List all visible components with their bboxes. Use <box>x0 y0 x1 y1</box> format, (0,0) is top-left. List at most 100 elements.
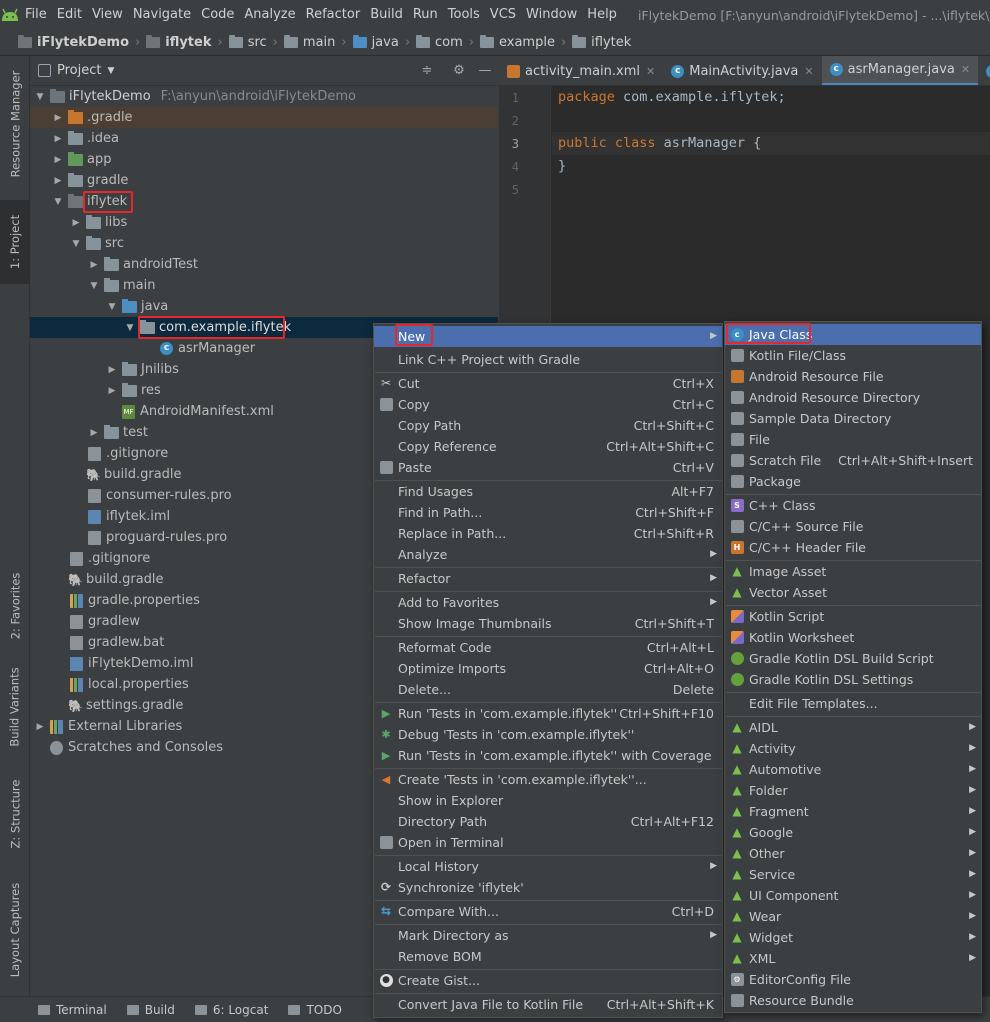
submenu-item-kotlin-script[interactable]: Kotlin Script <box>725 606 981 627</box>
submenu-item-ui-component[interactable]: ▲UI Component▶ <box>725 885 981 906</box>
menu-item-delete[interactable]: Delete...Delete <box>398 682 714 697</box>
submenu-item-folder[interactable]: ▲Folder▶ <box>725 780 981 801</box>
terminal-tool-button[interactable]: Terminal <box>38 1003 107 1017</box>
close-icon[interactable]: ✕ <box>646 64 656 78</box>
submenu-item-gradle-dsl-build-script[interactable]: Gradle Kotlin DSL Build Script <box>725 648 981 669</box>
tree-row-proguard-rules[interactable]: proguard-rules.pro <box>30 527 498 548</box>
menu-item-local-history[interactable]: Local History▶ <box>374 856 722 877</box>
menu-item-create-tests[interactable]: ◀Create 'Tests in 'com.example.iflytek''… <box>374 769 722 790</box>
close-icon[interactable]: ✕ <box>960 63 971 76</box>
menu-item-debug-tests[interactable]: ✱Debug 'Tests in 'com.example.iflytek'' <box>381 727 635 742</box>
tree-row-res[interactable]: ▶res <box>30 380 498 401</box>
submenu-item-sample-data-directory[interactable]: Sample Data Directory <box>725 408 981 429</box>
breadcrumb-item-iflytek[interactable]: iflytek <box>572 35 631 50</box>
menu-item-synchronize[interactable]: ⟳Synchronize 'iflytek' <box>380 880 524 895</box>
breadcrumb-item-module[interactable]: iflytek› <box>146 35 228 50</box>
project-view-selector[interactable]: Project▼ <box>38 63 114 78</box>
submenu-item-wear[interactable]: ▲Wear▶ <box>725 906 981 927</box>
menu-code[interactable]: Code <box>201 7 235 22</box>
submenu-item-gradle-dsl-settings[interactable]: Gradle Kotlin DSL Settings <box>725 669 981 690</box>
tool-tab-layout-captures[interactable]: Layout Captures <box>8 882 22 978</box>
submenu-item-fragment[interactable]: ▲Fragment▶ <box>725 801 981 822</box>
menu-vcs[interactable]: VCS <box>489 7 517 22</box>
submenu-item-android-resource-directory[interactable]: Android Resource Directory <box>725 387 981 408</box>
submenu-item-xml[interactable]: ▲XML▶ <box>725 948 981 969</box>
tree-row-test[interactable]: ▶test <box>30 422 498 443</box>
breadcrumb-item-java[interactable]: java› <box>352 35 416 50</box>
tree-row-src[interactable]: ▼src <box>30 233 498 254</box>
menu-view[interactable]: View <box>91 7 123 22</box>
menu-run[interactable]: Run <box>412 7 438 22</box>
menu-navigate[interactable]: Navigate <box>132 7 192 22</box>
submenu-item-automotive[interactable]: ▲Automotive▶ <box>725 759 981 780</box>
menu-analyze[interactable]: Analyze <box>244 7 296 22</box>
tree-row-root-gitignore[interactable]: .gitignore <box>30 548 498 569</box>
menu-item-replace-in-path[interactable]: Replace in Path...Ctrl+Shift+R <box>398 526 714 541</box>
menu-item-compare-with[interactable]: ⇆Compare With...Ctrl+D <box>380 904 714 919</box>
tree-row-idea[interactable]: ▶.idea <box>30 128 498 149</box>
submenu-item-android-resource-file[interactable]: Android Resource File <box>725 366 981 387</box>
tree-row-module-gitignore[interactable]: .gitignore <box>30 443 498 464</box>
tree-row-dot-gradle[interactable]: ▶.gradle <box>30 107 498 128</box>
submenu-item-file[interactable]: File <box>725 429 981 450</box>
tool-tab-resource-manager[interactable]: Resource Manager <box>8 70 22 178</box>
tree-row-java[interactable]: ▼java <box>30 296 498 317</box>
menu-edit[interactable]: Edit <box>56 7 82 22</box>
breadcrumb-item-main[interactable]: main› <box>283 35 353 50</box>
menu-refactor[interactable]: Refactor <box>305 7 361 22</box>
tree-row-iflytek-module[interactable]: ▼iflytek <box>30 191 498 212</box>
menu-item-refactor[interactable]: Refactor▶ <box>374 568 722 589</box>
menu-help[interactable]: Help <box>587 7 617 22</box>
tab-activity-main-xml[interactable]: activity_main.xml✕ <box>499 56 663 85</box>
close-icon[interactable]: ✕ <box>804 64 814 78</box>
menu-item-run-coverage[interactable]: ▶Run 'Tests in 'com.example.iflytek'' wi… <box>374 745 722 766</box>
tree-row-settings-gradle[interactable]: 🐘settings.gradle <box>68 698 184 713</box>
menu-item-remove-bom[interactable]: Remove BOM <box>398 949 482 964</box>
submenu-item-service[interactable]: ▲Service▶ <box>725 864 981 885</box>
tool-tab-build-variants[interactable]: Build Variants <box>8 667 22 747</box>
menu-tools[interactable]: Tools <box>447 7 480 22</box>
submenu-item-resource-bundle[interactable]: Resource Bundle <box>725 990 981 1011</box>
tree-row-module-build-gradle[interactable]: 🐘build.gradle <box>86 467 182 482</box>
tree-row-gradlew[interactable]: gradlew <box>30 611 498 632</box>
tree-row-app[interactable]: ▶app <box>30 149 498 170</box>
menu-item-add-to-favorites[interactable]: Add to Favorites▶ <box>374 592 722 613</box>
tool-tab-favorites[interactable]: 2: Favorites <box>8 572 23 640</box>
submenu-item-kotlin-file[interactable]: Kotlin File/Class <box>725 345 981 366</box>
tree-row-gradle[interactable]: ▶gradle <box>30 170 498 191</box>
menu-item-mark-directory[interactable]: Mark Directory as▶ <box>374 925 722 946</box>
tree-row-libs[interactable]: ▶libs <box>30 212 498 233</box>
tree-row-iflytekdemo-iml[interactable]: iFlytekDemo.iml <box>30 653 498 674</box>
submenu-item-image-asset[interactable]: ▲Image Asset <box>732 564 827 579</box>
menu-window[interactable]: Window <box>526 7 578 22</box>
tree-row-scratches[interactable]: Scratches and Consoles <box>30 737 498 758</box>
tool-tab-project[interactable]: 1: Project <box>0 200 30 284</box>
menu-item-link-cpp[interactable]: Link C++ Project with Gradle <box>398 352 581 367</box>
breadcrumb-item-example[interactable]: example› <box>479 35 572 50</box>
tree-row-local-properties[interactable]: local.properties <box>30 674 498 695</box>
tree-row-external-libraries[interactable]: ▶External Libraries <box>30 716 498 737</box>
tool-tab-structure[interactable]: Z: Structure <box>8 779 22 849</box>
gear-icon[interactable]: ⚙ <box>453 63 465 78</box>
submenu-item-kotlin-worksheet[interactable]: Kotlin Worksheet <box>725 627 981 648</box>
menu-item-new[interactable]: New▶ <box>374 326 722 347</box>
menu-item-create-gist[interactable]: ●Create Gist... <box>374 970 722 991</box>
menu-item-run-tests[interactable]: ▶Run 'Tests in 'com.example.iflytek''Ctr… <box>374 703 722 724</box>
tree-row-root-build-gradle[interactable]: 🐘build.gradle <box>68 572 164 587</box>
submenu-item-other[interactable]: ▲Other▶ <box>725 843 981 864</box>
menu-item-analyze[interactable]: Analyze▶ <box>374 544 722 565</box>
todo-tool-button[interactable]: TODO <box>288 1003 342 1017</box>
breadcrumb-item-project[interactable]: iFlytekDemo› <box>18 35 146 50</box>
